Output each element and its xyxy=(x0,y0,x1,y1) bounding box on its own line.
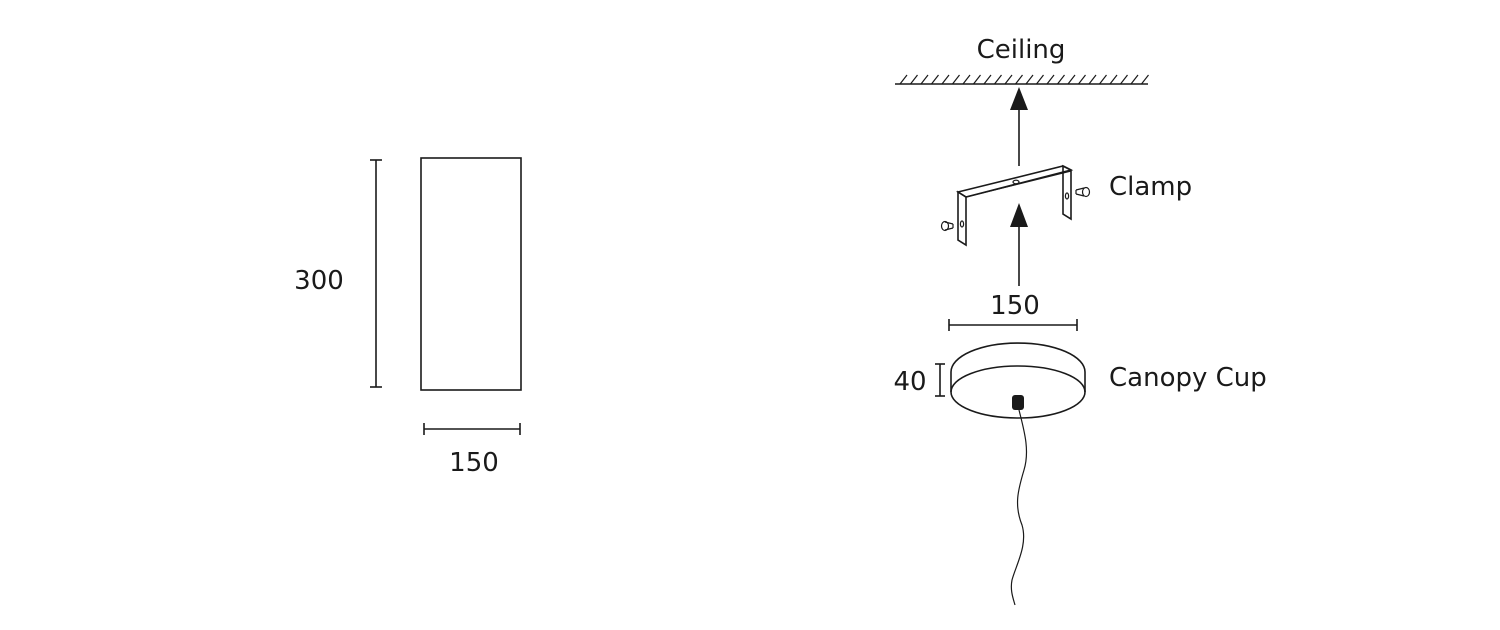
hatch-mark xyxy=(1088,74,1097,85)
hatch-mark xyxy=(973,74,981,85)
canopy-width-dimension xyxy=(948,319,1078,331)
arrow-to-clamp xyxy=(1010,203,1028,286)
hatch-mark xyxy=(1036,74,1044,85)
cord-grip xyxy=(1012,395,1024,410)
hatch-mark xyxy=(1109,74,1118,85)
ceiling-hatching xyxy=(899,74,1149,85)
canopy-cup-label: Canopy Cup xyxy=(1109,363,1267,393)
clamp-bracket xyxy=(940,164,1091,247)
clamp-label: Clamp xyxy=(1109,172,1192,202)
hatch-mark xyxy=(962,74,971,85)
hatch-mark xyxy=(994,74,1002,85)
hatch-mark xyxy=(952,74,960,85)
hatch-mark xyxy=(920,74,929,85)
shade-front-view: 300 150 xyxy=(294,157,522,478)
hatch-mark xyxy=(1025,74,1034,85)
hatch-mark xyxy=(1067,74,1076,85)
hatch-mark xyxy=(1120,74,1128,85)
hatch-mark xyxy=(910,74,918,85)
hatch-mark xyxy=(1046,74,1055,85)
ceiling-label: Ceiling xyxy=(977,35,1066,65)
mounting-view: Ceiling xyxy=(893,35,1267,606)
canopy-cup xyxy=(950,342,1086,606)
canopy-height-label: 40 xyxy=(893,367,926,397)
width-dimension xyxy=(423,423,521,435)
hatch-mark xyxy=(941,74,950,85)
cable xyxy=(1010,409,1028,606)
shade-height-label: 300 xyxy=(294,266,344,296)
arrow-to-ceiling xyxy=(1010,87,1028,166)
hatch-mark xyxy=(1130,74,1139,85)
shade-outline xyxy=(420,157,522,391)
hatch-mark xyxy=(931,74,939,85)
canopy-width-label: 150 xyxy=(990,291,1040,321)
hatch-mark xyxy=(1078,74,1086,85)
hatch-mark xyxy=(1057,74,1065,85)
hatch-mark xyxy=(899,74,908,85)
hatch-mark xyxy=(1099,74,1107,85)
hatch-mark xyxy=(1015,74,1023,85)
left-screw xyxy=(940,220,954,232)
hatch-mark xyxy=(983,74,992,85)
hatch-mark xyxy=(1141,74,1149,85)
right-screw xyxy=(1075,186,1091,198)
hatch-mark xyxy=(1004,74,1013,85)
height-dimension xyxy=(370,159,382,388)
shade-width-label: 150 xyxy=(449,448,499,478)
canopy-height-dimension xyxy=(935,363,945,397)
